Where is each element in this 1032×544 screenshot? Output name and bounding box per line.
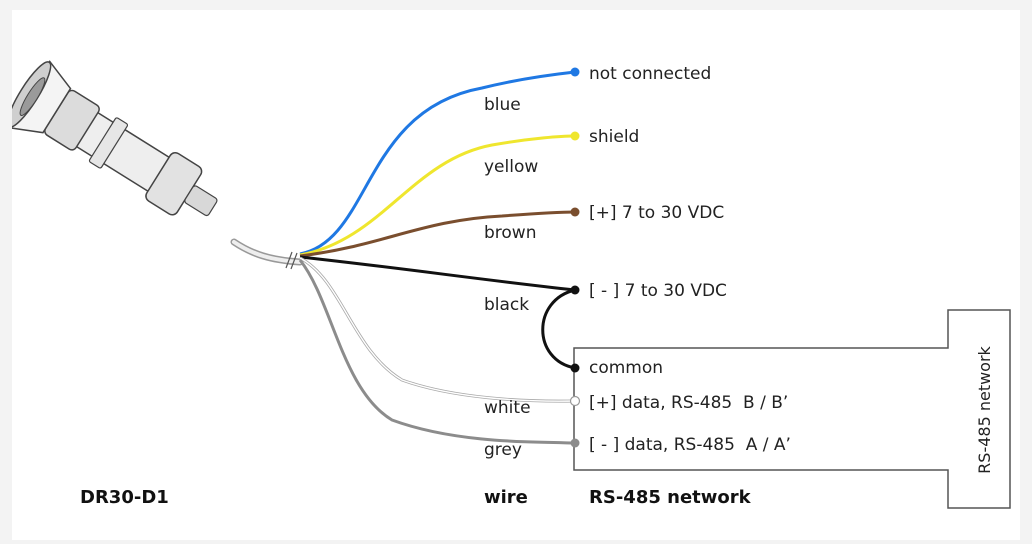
wire-label-grey: grey [484,440,522,460]
conn-label-common: common [589,358,663,378]
footer-wire-label: wire [484,487,528,508]
endpoint-not-connected [570,67,580,77]
diagram-canvas: RS-485 network blue yellow brown black w… [12,10,1020,540]
wire-label-blue: blue [484,95,521,115]
wire-black [299,255,576,292]
wire-grey [298,259,576,445]
network-box-outline [573,309,1011,509]
footer-network-label: RS-485 network [589,487,752,508]
footer-device-label: DR30-D1 [80,487,169,508]
conn-label-not-connected: not connected [589,64,711,84]
conn-label-power-plus: [+] 7 to 30 VDC [589,203,724,223]
wire-yellow [299,134,576,257]
endpoint-power-plus [570,207,580,217]
conn-label-data-minus: [ - ] data, RS-485 A / A’ [589,435,791,455]
network-box-label: RS-485 network [975,345,994,473]
endpoint-shield [570,131,580,141]
jumper-black-to-common [541,288,576,370]
conn-label-data-plus: [+] data, RS-485 B / B’ [589,393,788,413]
wire-label-brown: brown [484,223,537,243]
wiring-diagram: RS-485 network blue yellow brown black w… [12,60,1011,509]
conn-label-power-minus: [ - ] 7 to 30 VDC [589,281,727,301]
sensor-device [12,60,304,270]
endpoint-power-minus [570,285,580,295]
conn-label-shield: shield [589,127,639,147]
wire-white-inner [299,257,576,402]
wire-label-black: black [484,295,529,315]
wire-blue [299,70,576,256]
endpoint-data-plus [569,395,581,407]
wire-label-yellow: yellow [484,157,538,177]
wire-brown [299,210,576,258]
wire-label-white: white [484,398,531,418]
wire-white-outer [299,256,576,403]
endpoint-common [570,363,580,373]
endpoint-data-minus [570,438,580,448]
